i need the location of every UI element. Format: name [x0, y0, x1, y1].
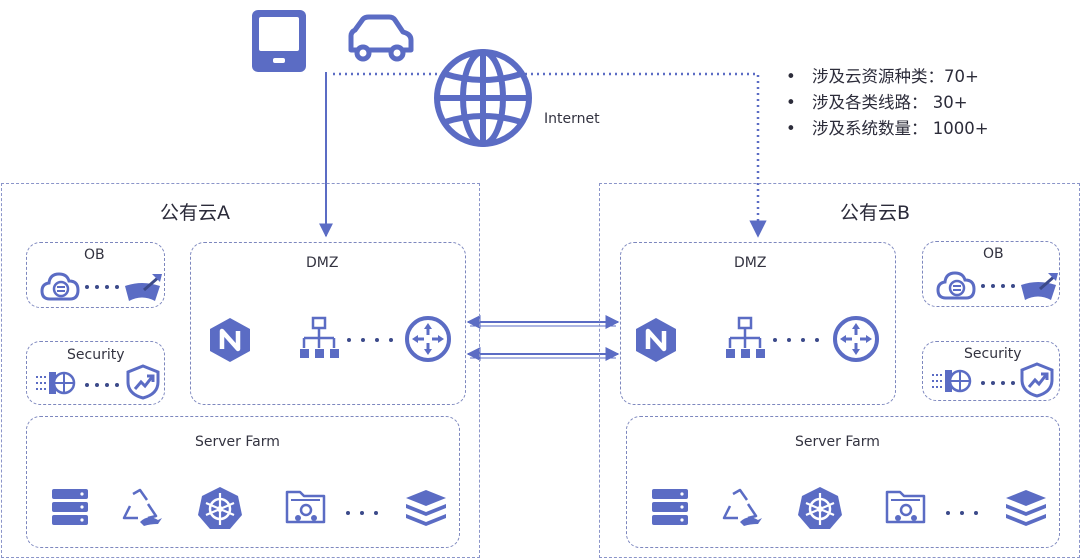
dots-icon — [981, 381, 1015, 385]
cloud-a-title: 公有云A — [160, 202, 230, 224]
dmz-label-b: DMZ — [734, 255, 767, 271]
cloud-sync-icon — [40, 272, 80, 301]
cloud-sync-icon — [936, 271, 976, 300]
folder-network-icon — [885, 490, 926, 524]
server-rack-icon — [652, 489, 688, 525]
speed-gauge-icon — [125, 274, 162, 301]
dmz-zone-b — [620, 242, 896, 405]
load-balancer-icon — [726, 316, 765, 358]
internet-label: Internet — [544, 111, 600, 127]
ob-zone-a — [26, 242, 165, 308]
stats-list: 涉及云资源种类：70+ 涉及各类线路： 30+ 涉及系统数量： 1000+ — [786, 64, 989, 142]
dmz-label-a: DMZ — [306, 255, 339, 271]
dots-icon — [346, 511, 378, 515]
dots-icon — [347, 338, 393, 342]
storage-stack-icon — [1006, 490, 1046, 526]
security-zone-a — [26, 341, 165, 405]
stat-item: 涉及系统数量： 1000+ — [786, 116, 989, 142]
firewall-globe-icon — [932, 369, 972, 393]
tablet-icon — [252, 10, 306, 72]
stat-item: 涉及云资源种类：70+ — [786, 64, 989, 90]
server-farm-zone-a — [26, 416, 460, 548]
dots-icon — [946, 511, 978, 515]
nginx-icon — [210, 318, 250, 362]
router-icon — [833, 316, 879, 362]
shield-trend-icon — [1020, 362, 1054, 398]
kubernetes-icon — [198, 487, 242, 529]
storage-stack-icon — [406, 490, 446, 526]
dots-icon — [85, 285, 119, 289]
load-balancer-icon — [300, 316, 339, 358]
stat-item: 涉及各类线路： 30+ — [786, 90, 989, 116]
speed-gauge-icon — [1021, 273, 1058, 300]
server-farm-zone-b — [626, 416, 1060, 548]
internet-globe-icon — [434, 49, 532, 147]
nginx-icon — [636, 318, 676, 362]
recycle-bird-icon — [122, 488, 162, 526]
folder-network-icon — [285, 490, 326, 524]
kubernetes-icon — [798, 487, 842, 529]
security-label-b: Security — [964, 346, 1022, 362]
ob-label-a: OB — [84, 247, 105, 263]
security-label-a: Security — [67, 347, 125, 363]
ob-label-b: OB — [983, 246, 1004, 262]
car-icon — [348, 14, 414, 62]
server-farm-label-b: Server Farm — [795, 434, 880, 450]
dots-icon — [981, 284, 1015, 288]
shield-trend-icon — [126, 364, 160, 400]
dots-icon — [773, 338, 819, 342]
cloud-b-title: 公有云B — [840, 202, 911, 224]
ob-zone-b — [922, 241, 1060, 307]
recycle-bird-icon — [722, 488, 762, 526]
dots-icon — [85, 383, 119, 387]
server-rack-icon — [52, 489, 88, 525]
public-cloud-a — [1, 183, 480, 558]
dmz-zone-a — [190, 242, 466, 405]
server-farm-label-a: Server Farm — [195, 434, 280, 450]
router-icon — [405, 316, 451, 362]
firewall-globe-icon — [36, 371, 76, 395]
security-zone-b — [922, 341, 1060, 401]
